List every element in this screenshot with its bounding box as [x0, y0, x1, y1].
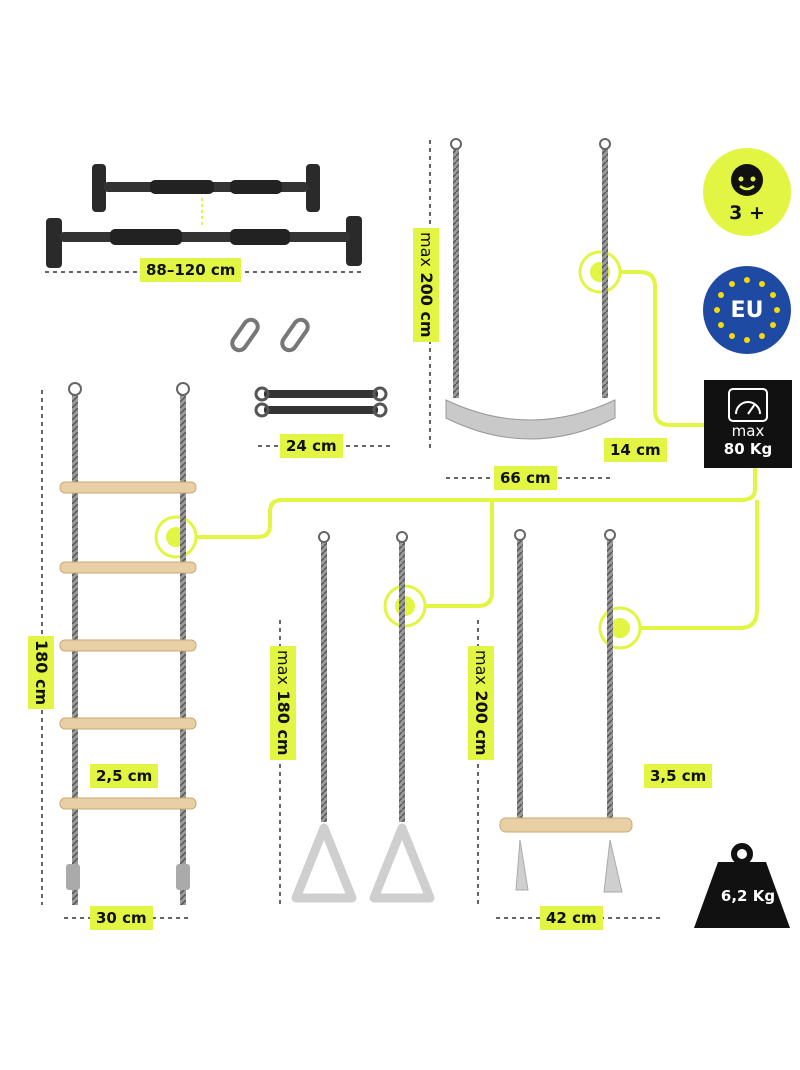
max-load-prefix: max: [731, 422, 765, 440]
eu-label: EU: [730, 298, 764, 323]
trapeze-width-label: 42 cm: [540, 906, 603, 930]
swing-height-prefix: max: [417, 232, 436, 267]
trapeze-height-prefix: max: [472, 650, 491, 685]
swing-height-value: 200 cm: [417, 272, 436, 338]
bar-width-label: 88–120 cm: [140, 258, 242, 282]
swing-height-label: max 200 cm: [413, 228, 439, 342]
rings-height-value: 180 cm: [274, 690, 293, 756]
rung-diameter-label: 2,5 cm: [90, 764, 159, 788]
swing-width-label: 66 cm: [494, 466, 557, 490]
scale-gauge-icon: [728, 388, 768, 422]
pullup-bars: [46, 164, 362, 268]
strap-length-label: 24 cm: [280, 434, 343, 458]
connector-lines: [176, 270, 759, 630]
trapeze-bar-diameter-label: 3,5 cm: [644, 764, 713, 788]
rope-ladder: [59, 382, 197, 905]
trapeze: [499, 529, 633, 893]
eu-flag-icon: [714, 277, 780, 343]
max-load-value: 80 Kg: [723, 440, 773, 458]
straps: [254, 386, 388, 418]
connector-dots: [154, 250, 642, 650]
max-load-badge: max 80 Kg: [704, 380, 792, 468]
swing: [445, 138, 616, 440]
ladder-width-label: 30 cm: [90, 906, 153, 930]
child-face-icon: [731, 164, 763, 196]
ladder-height-label: 180 cm: [28, 636, 54, 710]
carabiners: [230, 317, 310, 353]
age-label: 3 +: [729, 202, 765, 224]
trapeze-height-label: max 200 cm: [468, 646, 494, 760]
swing-depth-label: 14 cm: [604, 438, 667, 462]
weight-icon: [694, 843, 790, 928]
rings-height-prefix: max: [274, 650, 293, 685]
gym-rings: [291, 531, 435, 903]
trapeze-height-value: 200 cm: [472, 690, 491, 756]
set-weight-label: 6,2 Kg: [720, 887, 776, 905]
rings-height-label: max 180 cm: [270, 646, 296, 760]
